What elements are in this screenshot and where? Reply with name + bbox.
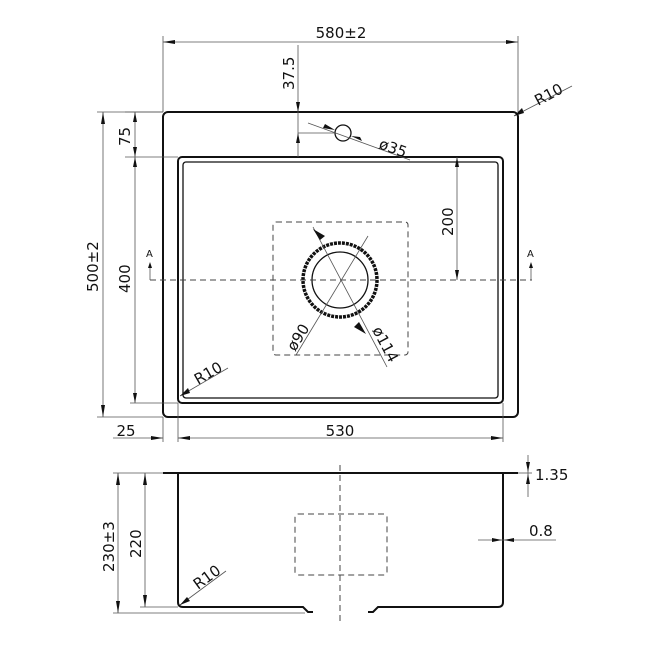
section-label-right: A: [527, 249, 534, 260]
bowl-radius-label: R10: [191, 358, 226, 388]
rim-front-label: 75: [116, 127, 134, 146]
drain-zone-dashed: [272, 221, 409, 356]
d114-leader: [312, 226, 388, 368]
tap-hole: [334, 124, 352, 142]
wall-thickness-label: 0.8: [529, 522, 553, 540]
d90-leader: [295, 235, 369, 356]
section-label-left: A: [146, 249, 153, 260]
section-radius-label: R10: [190, 561, 224, 593]
rim-thickness-label: 1.35: [535, 466, 568, 484]
height-overall-label: 230±3: [100, 521, 118, 572]
drain-inner-diameter-label: ø90: [283, 321, 313, 355]
section-drain-zone: [294, 513, 388, 576]
rim-side-label: 25: [116, 422, 135, 440]
bowl-width-label: 530: [326, 422, 355, 440]
drain-offset-label: 200: [439, 207, 457, 236]
drain-outer-diameter-label: ø114: [368, 323, 402, 365]
width-overall-label: 580±2: [316, 24, 367, 42]
tap-offset-label: 37.5: [280, 57, 298, 90]
sink-outer-outline: [162, 111, 519, 418]
outer-radius-label: R10: [531, 80, 566, 110]
section-left-profile: [177, 473, 313, 613]
depth-overall-label: 500±2: [84, 241, 102, 292]
section-view: 230±3 220 1.35 0.8 R10: [100, 455, 568, 625]
section-right-profile: [368, 473, 504, 613]
bowl-depth-label: 400: [116, 264, 134, 293]
top-view: A A 580±2 37.5 ø35 R10 75 500±2: [84, 24, 573, 442]
bowl-height-label: 220: [127, 529, 145, 558]
